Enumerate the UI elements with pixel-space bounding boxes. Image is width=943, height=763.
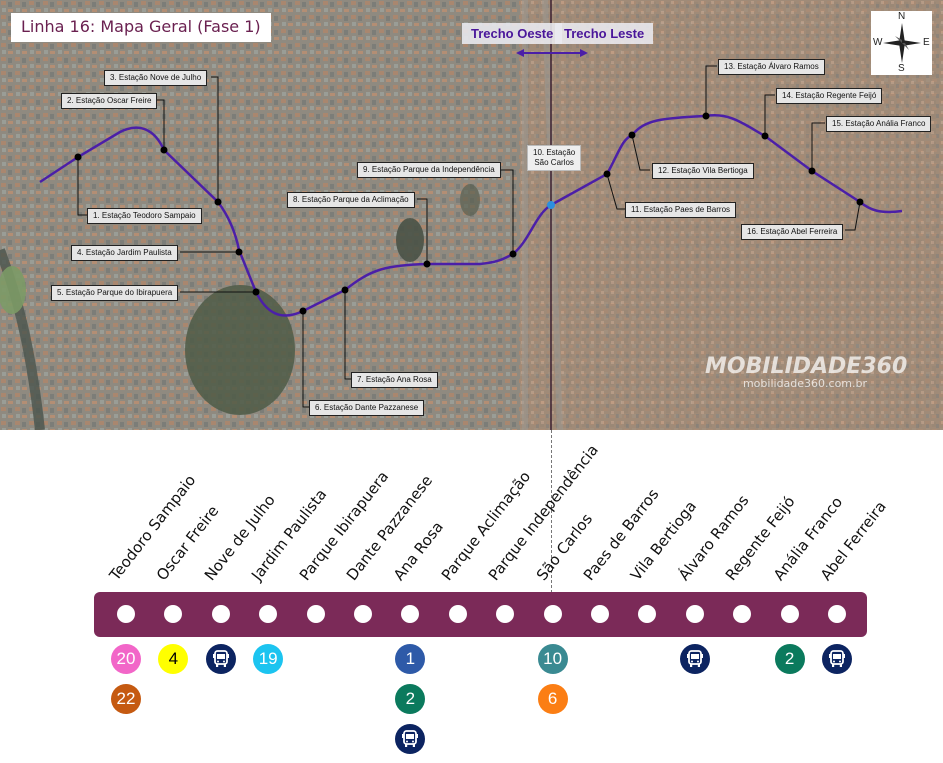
compass-w: W bbox=[873, 37, 883, 48]
station-label-7: 7. Estação Ana Rosa bbox=[351, 372, 438, 388]
station-label-11: 11. Estação Paes de Barros bbox=[625, 202, 737, 218]
station-label-14: 14. Estação Regente Feijó bbox=[776, 88, 883, 104]
compass-e: E bbox=[923, 37, 930, 48]
diagram-station-name: Parque Ibirapuera bbox=[295, 467, 392, 584]
station-label-16: 16. Estação Abel Ferreira bbox=[741, 224, 844, 240]
station-label-1: 1. Estação Teodoro Sampaio bbox=[87, 208, 202, 224]
station-dot[interactable] bbox=[448, 605, 467, 623]
station-dot[interactable] bbox=[543, 605, 562, 623]
station-dot[interactable] bbox=[780, 605, 799, 623]
station-dot[interactable] bbox=[164, 605, 183, 623]
bus-icon bbox=[402, 730, 419, 747]
metro-line-badge: 10 bbox=[537, 644, 568, 674]
station-label-3: 3. Estação Nove de Julho bbox=[104, 70, 208, 86]
station-label-5: 5. Estação Parque do Ibirapuera bbox=[51, 285, 179, 301]
bus-connection bbox=[822, 644, 852, 674]
watermark-brand: MOBILIDADE360 bbox=[705, 354, 908, 379]
station-label-9: 9. Estação Parque da Independência bbox=[357, 162, 501, 178]
station-dot[interactable] bbox=[733, 605, 752, 623]
station-label-15: 15. Estação Anália Franco bbox=[826, 116, 932, 132]
station-dot[interactable] bbox=[828, 605, 846, 623]
watermark-logo: MOBILIDADE360 mobilidade360.com.br bbox=[705, 310, 908, 390]
divider-dotted-line bbox=[551, 430, 552, 593]
station-label-13: 13. Estação Álvaro Ramos bbox=[718, 59, 825, 75]
trecho-leste-label: Trecho Leste bbox=[555, 23, 654, 44]
metro-line-badge: 2 bbox=[774, 644, 805, 674]
metro-line-badge: 4 bbox=[158, 644, 189, 674]
compass-icon bbox=[883, 23, 921, 63]
diagram-station-name: Dante Pazzanese bbox=[342, 471, 437, 584]
station-label-10-line2: São Carlos bbox=[534, 158, 574, 167]
station-label-2: 2. Estação Oscar Freire bbox=[61, 93, 158, 109]
station-dot[interactable] bbox=[591, 605, 609, 623]
compass-rose: N S E W bbox=[871, 11, 932, 75]
station-dot[interactable] bbox=[354, 605, 372, 623]
station-label-6: 6. Estação Dante Pazzanese bbox=[309, 400, 425, 416]
bus-icon bbox=[212, 650, 229, 667]
bus-connection bbox=[205, 644, 236, 674]
map-title: Linha 16: Mapa Geral (Fase 1) bbox=[11, 13, 271, 42]
station-label-8: 8. Estação Parque da Aclimação bbox=[287, 192, 415, 208]
metro-line-badge: 1 bbox=[395, 644, 426, 674]
metro-line-badge: 19 bbox=[253, 644, 284, 674]
line-bar bbox=[94, 592, 867, 637]
station-label-10-line1: 10. Estação bbox=[533, 148, 576, 157]
diagram-station-name: Parque Aclimação bbox=[437, 467, 534, 584]
station-dot[interactable] bbox=[401, 605, 420, 623]
watermark-url: mobilidade360.com.br bbox=[742, 377, 868, 390]
station-markers bbox=[74, 112, 864, 315]
metro-line-badge: 22 bbox=[111, 684, 141, 714]
compass-n: N bbox=[898, 11, 906, 22]
ibirapuera-park bbox=[185, 285, 295, 415]
station-dot[interactable] bbox=[638, 605, 657, 623]
compass-s: S bbox=[898, 63, 905, 74]
metro-line-badge: 6 bbox=[537, 684, 568, 714]
station-label-12: 12. Estação Vila Bertioga bbox=[652, 163, 754, 179]
station-dot[interactable] bbox=[685, 605, 704, 623]
station-dot[interactable] bbox=[117, 605, 135, 623]
leader-lines bbox=[77, 65, 861, 408]
station-dot[interactable] bbox=[496, 605, 515, 623]
direction-arrows bbox=[516, 49, 588, 57]
satellite-map: Linha 16: Mapa Geral (Fase 1) Trecho Oes… bbox=[0, 0, 943, 430]
diagram-station-name: Teodoro Sampaio bbox=[105, 471, 200, 584]
bus-connection bbox=[679, 644, 710, 674]
bus-icon bbox=[686, 650, 703, 667]
metro-line-badge: 2 bbox=[395, 684, 426, 714]
station-dot[interactable] bbox=[306, 605, 325, 623]
trecho-oeste-label: Trecho Oeste bbox=[462, 23, 563, 44]
river bbox=[0, 248, 45, 430]
bus-connection bbox=[395, 724, 426, 754]
station-dot[interactable] bbox=[211, 605, 230, 623]
metro-line-badge: 20 bbox=[111, 644, 141, 674]
station-label-10: 10. Estação São Carlos bbox=[527, 145, 582, 171]
bus-icon bbox=[829, 650, 845, 667]
station-label-4: 4. Estação Jardim Paulista bbox=[71, 245, 178, 261]
station-dot[interactable] bbox=[259, 605, 278, 623]
